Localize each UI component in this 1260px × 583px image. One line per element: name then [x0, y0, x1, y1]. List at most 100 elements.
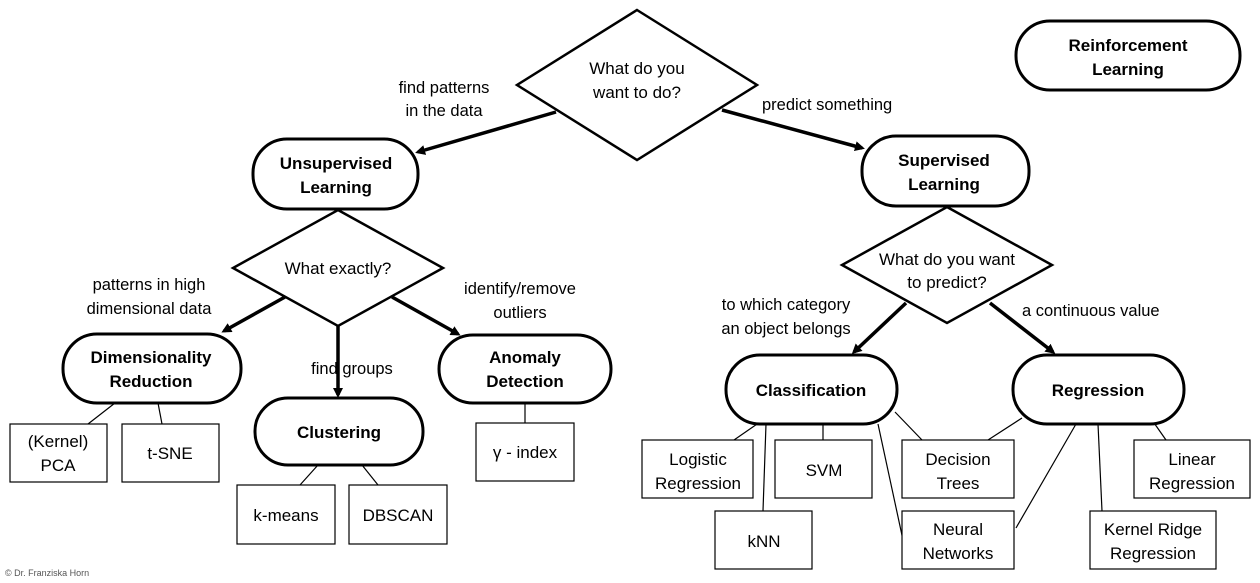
pca-label-line-2: PCA — [41, 456, 77, 475]
classification-label-line-1: Classification — [756, 381, 867, 400]
linear-box — [1133, 439, 1251, 499]
root-question-text: What do you want to do? — [589, 59, 684, 102]
edge-label-find-groups: find groups — [311, 360, 393, 378]
knn-label-line-1: kNN — [747, 532, 780, 551]
dbscan-label-line-1: DBSCAN — [363, 506, 434, 525]
svm-label-line-1: SVM — [806, 461, 843, 480]
kmeans-label: k-means — [253, 506, 318, 525]
link-clustering-kmeans — [299, 464, 319, 486]
clustering-node — [253, 396, 425, 467]
classification-label: Classification — [756, 381, 867, 400]
kmeans-box — [236, 484, 336, 545]
unsup-question-text-line-1: What exactly? — [285, 259, 392, 278]
tsne-label-line-1: t-SNE — [147, 444, 192, 463]
sup-question-diamond — [839, 205, 1055, 325]
linear-label-line-2: Regression — [1149, 474, 1235, 493]
svm-label: SVM — [806, 461, 843, 480]
link-class-trees — [894, 411, 923, 441]
anomaly-label-line-2: Detection — [486, 372, 563, 391]
unsup-question-diamond — [230, 208, 446, 328]
nn-label-line-2: Networks — [923, 544, 994, 563]
knn-label: kNN — [747, 532, 780, 551]
dimred-label-line-2: Reduction — [109, 372, 192, 391]
edge-label-predict-line-1: predict something — [762, 96, 892, 114]
reinforcement-node — [1014, 19, 1242, 92]
regression-node — [1011, 353, 1186, 426]
pca-label-line-1: (Kernel) — [28, 432, 88, 451]
link-dimred-pca — [87, 402, 116, 425]
logistic-box — [641, 439, 754, 499]
reinforcement-label-line-1: Reinforcement — [1068, 36, 1187, 55]
arrow-root-to-unsupervised — [415, 110, 557, 155]
dbscan-box — [348, 484, 448, 545]
root-question-text-line-1: What do you — [589, 59, 684, 78]
link-class-nn — [877, 423, 904, 541]
edge-label-category-line-2: an object belongs — [721, 320, 850, 338]
edge-label-outliers-line-1: identify/remove — [464, 280, 576, 298]
edge-label-predict: predict something — [762, 96, 892, 114]
link-class-knn — [762, 423, 767, 512]
nn-box — [901, 510, 1015, 570]
arrow-to-classification — [851, 301, 908, 355]
root-question-diamond — [514, 8, 760, 162]
edge-label-continuous-line-1: a continuous value — [1022, 302, 1160, 320]
svm-box — [774, 439, 873, 499]
link-reg-nn — [1015, 423, 1077, 529]
supervised-label-line-1: Supervised — [898, 151, 990, 170]
anomaly-label-line-1: Anomaly — [489, 348, 561, 367]
link-clustering-dbscan — [361, 464, 379, 486]
link-reg-krr — [1097, 423, 1103, 512]
link-reg-trees — [987, 417, 1023, 441]
krr-label-line-2: Regression — [1110, 544, 1196, 563]
edge-label-find-groups-line-1: find groups — [311, 360, 393, 378]
clustering-label: Clustering — [297, 423, 381, 442]
supervised-label-line-2: Learning — [908, 175, 980, 194]
supervised-node — [860, 134, 1031, 208]
regression-label: Regression — [1052, 381, 1145, 400]
reinforcement-label-line-2: Learning — [1092, 60, 1164, 79]
root-question-text-line-2: want to do? — [592, 83, 681, 102]
trees-box — [901, 439, 1015, 499]
unsup-question-text: What exactly? — [285, 259, 392, 278]
edge-label-high-dim-line-2: dimensional data — [87, 300, 213, 318]
arrow-root-to-supervised — [721, 108, 865, 151]
arrow-to-dimred — [221, 295, 286, 333]
arrow-to-regression — [988, 301, 1056, 354]
gamma-label-line-1: γ - index — [493, 443, 558, 462]
nn-label-line-1: Neural — [933, 520, 983, 539]
unsupervised-node — [251, 137, 420, 211]
pca-box — [9, 423, 108, 483]
linear-label-line-1: Linear — [1168, 450, 1216, 469]
trees-label-line-2: Trees — [937, 474, 980, 493]
logistic-label-line-2: Regression — [655, 474, 741, 493]
edge-label-high-dim-line-1: patterns in high — [93, 276, 206, 294]
anomaly-node — [437, 333, 613, 405]
gamma-box — [475, 422, 575, 482]
copyright-text-line-1: © Dr. Franziska Horn — [5, 568, 89, 578]
edge-label-outliers-line-2: outliers — [493, 304, 546, 322]
edge-label-outliers: identify/remove outliers — [464, 280, 576, 322]
clustering-label-line-1: Clustering — [297, 423, 381, 442]
unsupervised-label-line-2: Learning — [300, 178, 372, 197]
krr-label-line-1: Kernel Ridge — [1104, 520, 1202, 539]
edge-label-find-patterns-line-2: in the data — [405, 102, 483, 120]
regression-label-line-1: Regression — [1052, 381, 1145, 400]
edge-label-continuous: a continuous value — [1022, 302, 1160, 320]
link-dimred-tsne — [157, 402, 163, 425]
trees-label-line-1: Decision — [925, 450, 990, 469]
dimred-node — [61, 332, 243, 405]
knn-box — [714, 510, 813, 570]
unsupervised-label-line-1: Unsupervised — [280, 154, 392, 173]
